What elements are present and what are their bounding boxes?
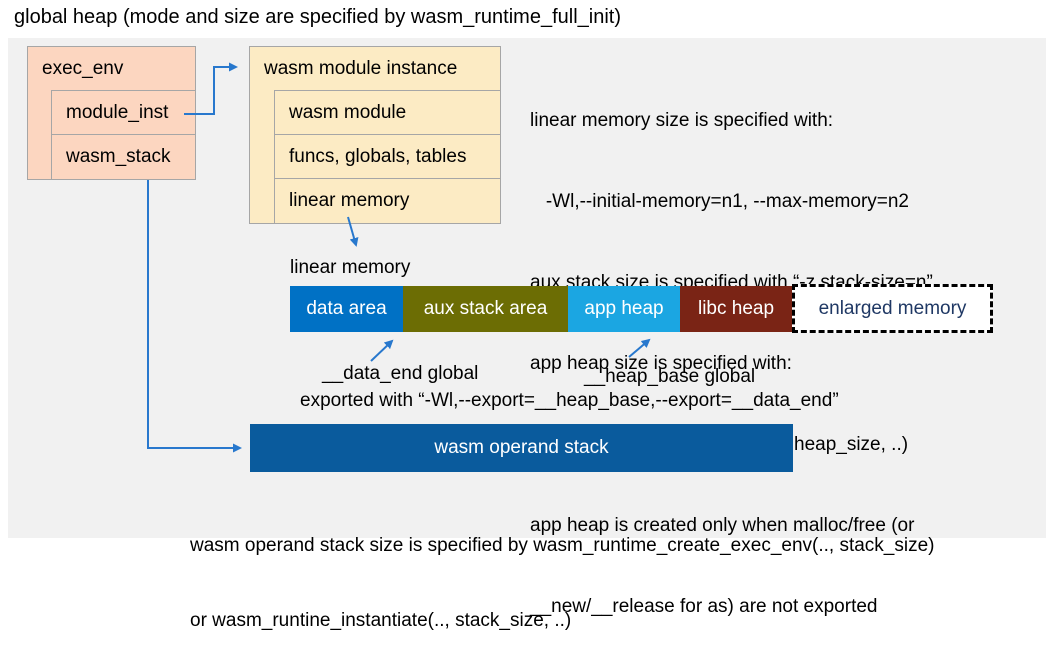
segment-aux-stack-area: aux stack area <box>403 286 568 332</box>
funcs-globals-tables-row: funcs, globals, tables <box>274 134 501 179</box>
segment-app-heap: app heap <box>568 286 680 332</box>
note-line: wasm operand stack size is specified by … <box>190 535 935 556</box>
segment-enlarged-memory: enlarged memory <box>792 284 993 333</box>
linear-memory-row: linear memory <box>274 178 501 224</box>
module-inst-row: module_inst <box>51 90 196 135</box>
module-instance-label: wasm module instance <box>264 58 458 79</box>
heap-base-global-label: __heap_base global <box>584 366 756 387</box>
data-end-global-label: __data_end global <box>322 363 479 384</box>
note-line: app heap is created only when malloc/fre… <box>530 515 915 536</box>
segment-libc-heap: libc heap <box>680 286 792 332</box>
note-line: linear memory size is specified with: <box>530 110 834 131</box>
segment-data-area: data area <box>290 286 403 332</box>
wasm-module-row: wasm module <box>274 90 501 135</box>
exported-with-label: exported with “-Wl,--export=__heap_base,… <box>300 390 839 411</box>
note-line: app heap size is specified with: <box>530 353 792 374</box>
linear-memory-label: linear memory <box>290 257 411 278</box>
exec-env-label: exec_env <box>42 58 124 79</box>
note-line: -Wl,--initial-memory=n1, --max-memory=n2 <box>530 191 909 212</box>
page-title: global heap (mode and size are specified… <box>14 6 621 28</box>
wasm-stack-row: wasm_stack <box>51 134 196 180</box>
note-line: or wasm_runtine_instantiate(.., stack_si… <box>190 610 572 631</box>
wasm-operand-stack-bar: wasm operand stack <box>250 424 793 472</box>
operand-stack-notes: wasm operand stack size is specified by … <box>190 483 935 658</box>
